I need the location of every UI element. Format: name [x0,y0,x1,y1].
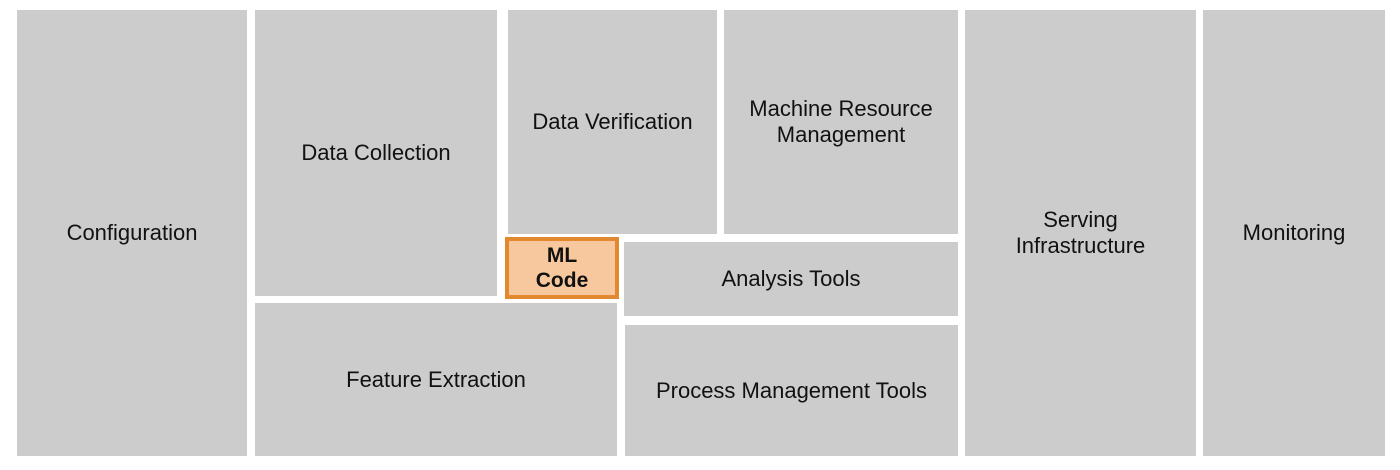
monitoring-block: Monitoring [1203,10,1385,456]
data-verification-label: Data Verification [532,109,693,134]
monitoring-label: Monitoring [1242,220,1346,245]
data-collection-label: Data Collection [301,140,451,165]
analysis-tools-label: Analysis Tools [721,266,861,291]
process-management-tools-label: Process Management Tools [655,377,928,403]
configuration-label: Configuration [66,220,198,245]
serving-infrastructure-block: Serving Infrastructure [965,10,1196,456]
process-management-tools-block: Process Management Tools [625,325,958,456]
machine-resource-management-label: Machine Resource Management [749,96,933,147]
configuration-block: Configuration [17,10,247,456]
ml-code-block: ML Code [505,237,619,299]
feature-extraction-block: Feature Extraction [255,303,617,456]
analysis-tools-block: Analysis Tools [624,242,958,316]
data-collection-block: Data Collection [255,10,497,296]
ml-code-label: ML Code [535,244,589,292]
data-verification-block: Data Verification [508,10,717,234]
serving-infrastructure-label: Serving Infrastructure [1015,207,1146,258]
feature-extraction-label: Feature Extraction [346,366,526,392]
machine-resource-management-block: Machine Resource Management [724,10,958,234]
